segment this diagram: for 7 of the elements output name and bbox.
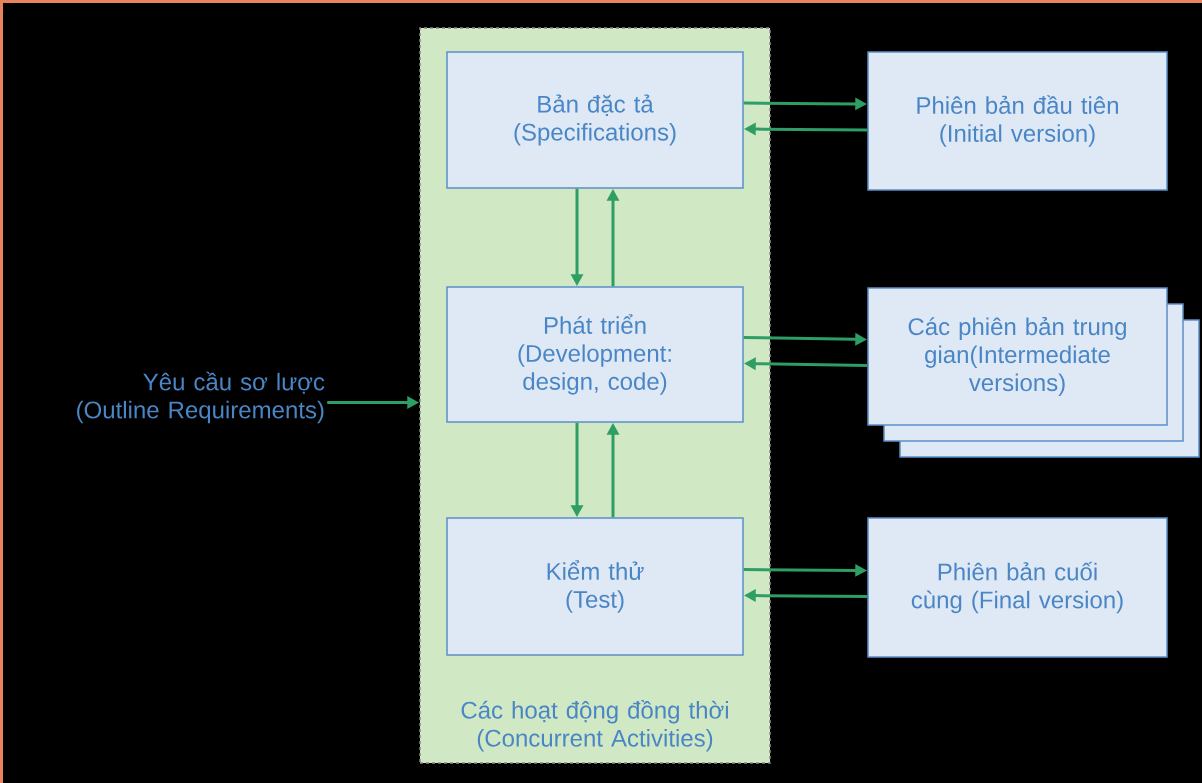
- process-box: Kiểm thử (Test): [446, 517, 744, 656]
- process-box: Bản đặc tả (Specifications): [446, 51, 744, 189]
- process-box: Phát triển (Development: design, code): [446, 286, 744, 423]
- process-box: Phiên bản đầu tiên (Initial version): [867, 51, 1168, 191]
- stacked-box: Các phiên bản trung gian(Intermediate versions): [867, 287, 1200, 458]
- input-text: Yêu cầu sơ lược (Outline Requirements): [77, 371, 325, 424]
- process-box: Phiên bản cuối cùng (Final version): [867, 517, 1168, 658]
